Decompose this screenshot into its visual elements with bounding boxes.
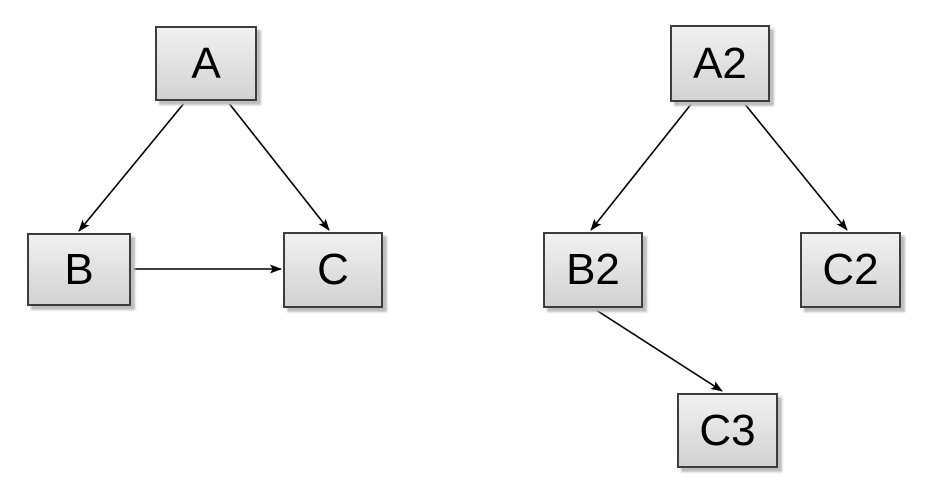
node-label-b2: B2 [566, 245, 620, 294]
node-c2[interactable]: C2 [800, 232, 901, 308]
node-label-b: B [64, 244, 94, 294]
node-label-c2: C2 [822, 245, 879, 294]
node-a[interactable]: A [155, 26, 257, 101]
node-label-a: A [191, 38, 221, 88]
node-a2[interactable]: A2 [670, 25, 770, 102]
node-label-c: C [317, 245, 349, 294]
node-b2[interactable]: B2 [543, 232, 643, 308]
edge-a-b[interactable] [78, 101, 186, 232]
edge-a2-b2[interactable] [590, 102, 693, 231]
node-label-c3: C3 [699, 405, 756, 455]
edge-a-c[interactable] [227, 101, 330, 231]
node-c[interactable]: C [283, 232, 383, 308]
edge-b2-c3[interactable] [592, 307, 723, 392]
node-label-a2: A2 [693, 38, 747, 88]
node-b[interactable]: B [27, 233, 131, 306]
node-c3[interactable]: C3 [677, 393, 778, 468]
edge-a2-c2[interactable] [743, 102, 848, 231]
